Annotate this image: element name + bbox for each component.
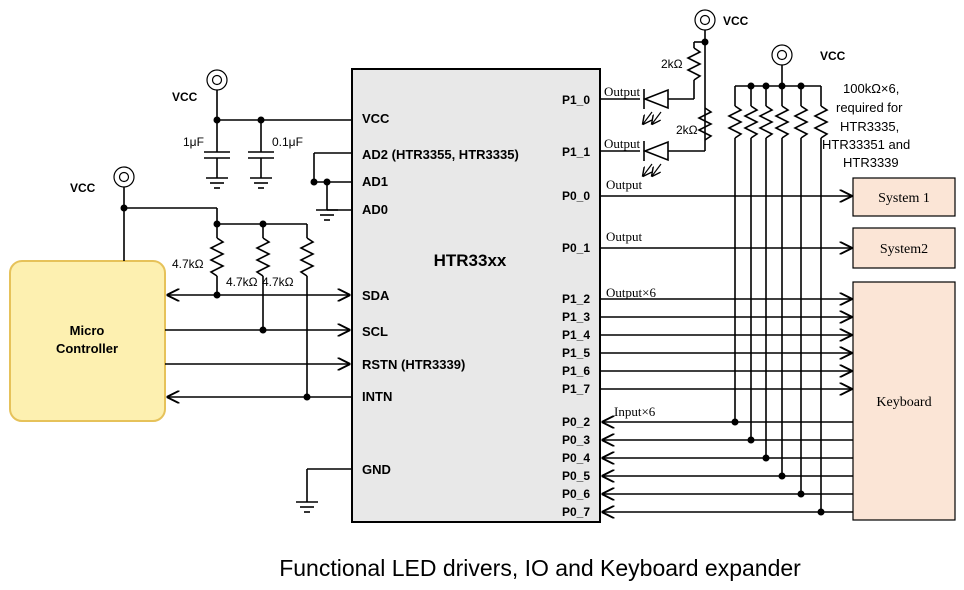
vcc-label-led: VCC [723,14,749,28]
figure-caption: Functional LED drivers, IO and Keyboard … [279,555,801,581]
led-2-output-label: Output [604,136,641,151]
output-x6-label: Output×6 [606,285,656,300]
pullup-r1-label: 4.7kΩ [172,257,204,271]
led-driver-2: Output 2kΩ [600,107,713,176]
keyboard-input-lines [603,422,853,512]
pin-p1-7: P1_7 [562,382,590,396]
keyboard-box [852,281,956,521]
pullup-note-line-4: HTR33351 and [822,137,910,152]
pin-p0-1: P0_1 [562,241,590,255]
decoupling-network: 1μF 0.1μF [183,116,352,189]
vcc-symbol-keyboard: VCC [771,44,846,66]
address-ground-network [310,152,352,221]
input-x6-label: Input×6 [614,404,656,419]
pin-p0-6: P0_6 [562,487,590,501]
vcc-symbol-caps: VCC [172,69,228,120]
system-1-box [852,177,956,217]
keyboard-label: Keyboard [876,395,931,410]
pullup-note-line-1: 100kΩ×6, [843,81,899,96]
system-2-label: System2 [880,242,928,257]
pin-p1-5: P1_5 [562,346,590,360]
pin-ad2: AD2 (HTR3355, HTR3335) [362,147,519,162]
pin-scl: SCL [362,324,388,339]
pin-p1-6: P1_6 [562,364,590,378]
system-outputs: Output System 1 Output System2 [600,177,956,269]
pin-p1-1: P1_1 [562,145,590,159]
micro-controller-label-2: Controller [56,341,118,356]
pullup-note: 100kΩ×6, required for HTR3335, HTR33351 … [822,81,910,170]
vcc-label-keyboard: VCC [820,49,846,63]
pin-p1-2: P1_2 [562,292,590,306]
led-driver-1: Output 2kΩ [600,30,709,140]
system-1-label: System 1 [878,191,930,206]
system-2-box [852,227,956,269]
mcu-signals [165,292,352,401]
pin-p0-4: P0_4 [562,451,590,465]
keyboard-output-lines [600,299,851,389]
pullup-note-line-2: required for [836,100,903,115]
vcc-label-pullups: VCC [70,181,96,195]
chip-right-pins: P1_0 P1_1 P0_0 P0_1 P1_2 P1_3 P1_4 P1_5 … [562,93,590,519]
cap-1-label: 1μF [183,135,204,149]
pullup-r3-label: 4.7kΩ [262,275,294,289]
pin-p1-4: P1_4 [562,328,590,342]
micro-controller-box [9,260,166,422]
pin-p0-2: P0_2 [562,415,590,429]
micro-controller-label-1: Micro [70,323,105,338]
i2c-pullups: 4.7kΩ 4.7kΩ 4.7kΩ [120,204,315,397]
pullup-note-line-3: HTR3335, [840,119,899,134]
cap-2-label: 0.1μF [272,135,303,149]
pin-p0-3: P0_3 [562,433,590,447]
p0-0-output-label: Output [606,177,643,192]
pin-p0-7: P0_7 [562,505,590,519]
pullup-note-line-5: HTR3339 [843,155,899,170]
led-1-output-label: Output [604,84,641,99]
vcc-symbol-pullups: VCC [70,166,135,261]
pin-intn: INTN [362,389,392,404]
pin-ad0: AD0 [362,202,388,217]
pin-p1-3: P1_3 [562,310,590,324]
pin-p0-5: P0_5 [562,469,590,483]
pin-p1-0: P1_0 [562,93,590,107]
pullup-r2-label: 4.7kΩ [226,275,258,289]
pin-vcc: VCC [362,111,390,126]
vcc-label-caps: VCC [172,90,198,104]
chip-name: HTR33xx [434,251,507,270]
led-2-resistor-label: 2kΩ [676,123,698,137]
pin-p0-0: P0_0 [562,189,590,203]
led-1-resistor-label: 2kΩ [661,57,683,71]
htr33xx-chip [351,68,601,523]
chip-left-pins: VCC AD2 (HTR3355, HTR3335) AD1 AD0 SDA S… [362,111,519,477]
pin-sda: SDA [362,288,390,303]
gnd-network [296,468,352,513]
p0-1-output-label: Output [606,229,643,244]
keyboard-pullup-bank [727,65,829,516]
vcc-symbol-led: VCC [694,9,749,31]
pin-ad1: AD1 [362,174,388,189]
pin-gnd: GND [362,462,391,477]
pin-rstn: RSTN (HTR3339) [362,357,465,372]
